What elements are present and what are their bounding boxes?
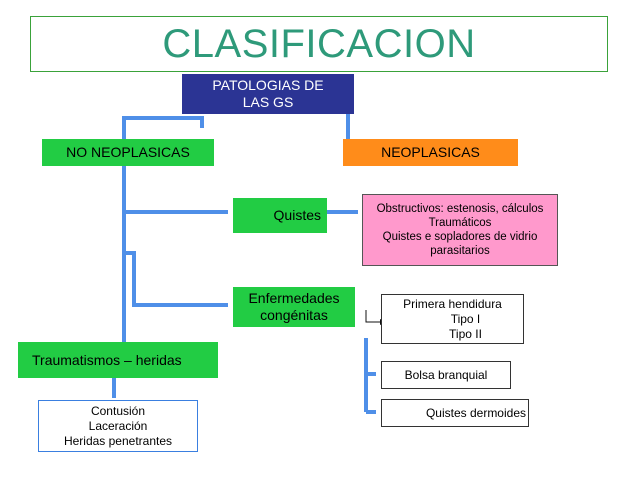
root-label-line-2: LAS GS bbox=[242, 94, 294, 110]
quistes-detail-line-4: parasitarios bbox=[430, 245, 490, 257]
enfermedades-congenitas-box: Enfermedades congénitas bbox=[233, 287, 355, 327]
quistes-box: Quistes bbox=[233, 198, 327, 233]
enfermedades-line-2: congénitas bbox=[260, 307, 328, 323]
connector-no-neoplasicas-to-enfermedades bbox=[122, 212, 228, 307]
quistes-dermoides-box: Quistes dermoides bbox=[381, 399, 529, 427]
enfermedades-line-1: Enfermedades bbox=[248, 290, 340, 306]
quistes-detail-line-1: Obstructivos: estenosis, cálculos bbox=[376, 203, 544, 215]
primera-hendidura-label: Primera hendidura bbox=[403, 296, 502, 311]
connector-root-to-no-neoplasicas bbox=[122, 116, 204, 139]
bolsa-branquial-label: Bolsa branquial bbox=[404, 367, 488, 382]
traumatismos-label: Traumatismos – heridas bbox=[32, 351, 182, 368]
neoplasicas-label: NEOPLASICAS bbox=[381, 144, 480, 160]
connector-to-primera-hendidura bbox=[365, 310, 380, 323]
quistes-detail-box: Obstructivos: estenosis, cálculos Traumá… bbox=[362, 194, 558, 266]
root-label-line-1: PATOLOGIAS DE bbox=[212, 77, 324, 93]
traumatismos-detail-line-1: Contusión bbox=[90, 403, 146, 418]
connector-no-neoplasicas-to-quistes bbox=[122, 166, 228, 214]
no-neoplasicas-label: NO NEOPLASICAS bbox=[66, 144, 190, 160]
title-frame bbox=[30, 16, 608, 72]
no-neoplasicas-box: NO NEOPLASICAS bbox=[42, 139, 214, 166]
quistes-detail-line-3: Quistes e sopladores de vidrio bbox=[382, 231, 538, 243]
diagram-title: CLASIFICACION bbox=[162, 22, 476, 66]
traumatismos-detail-line-2: Laceración bbox=[88, 418, 148, 433]
primera-hendidura-tipo-i: Tipo I bbox=[450, 311, 481, 326]
bolsa-branquial-box: Bolsa branquial bbox=[381, 361, 511, 389]
primera-hendidura-box: Primera hendidura Tipo I Tipo II bbox=[381, 294, 524, 344]
traumatismos-detail-box: Contusión Laceración Heridas penetrantes bbox=[38, 400, 198, 452]
quistes-dermoides-label: Quistes dermoides bbox=[425, 405, 526, 420]
neoplasicas-box: NEOPLASICAS bbox=[343, 139, 518, 166]
quistes-detail-line-2: Traumáticos bbox=[428, 217, 492, 229]
traumatismos-detail-line-3: Heridas penetrantes bbox=[63, 433, 173, 448]
root-patologias-box: PATOLOGIAS DE LAS GS bbox=[182, 74, 354, 114]
traumatismos-heridas-box: Traumatismos – heridas bbox=[18, 342, 218, 378]
primera-hendidura-tipo-ii: Tipo II bbox=[449, 326, 482, 341]
quistes-label: Quistes bbox=[273, 207, 321, 223]
